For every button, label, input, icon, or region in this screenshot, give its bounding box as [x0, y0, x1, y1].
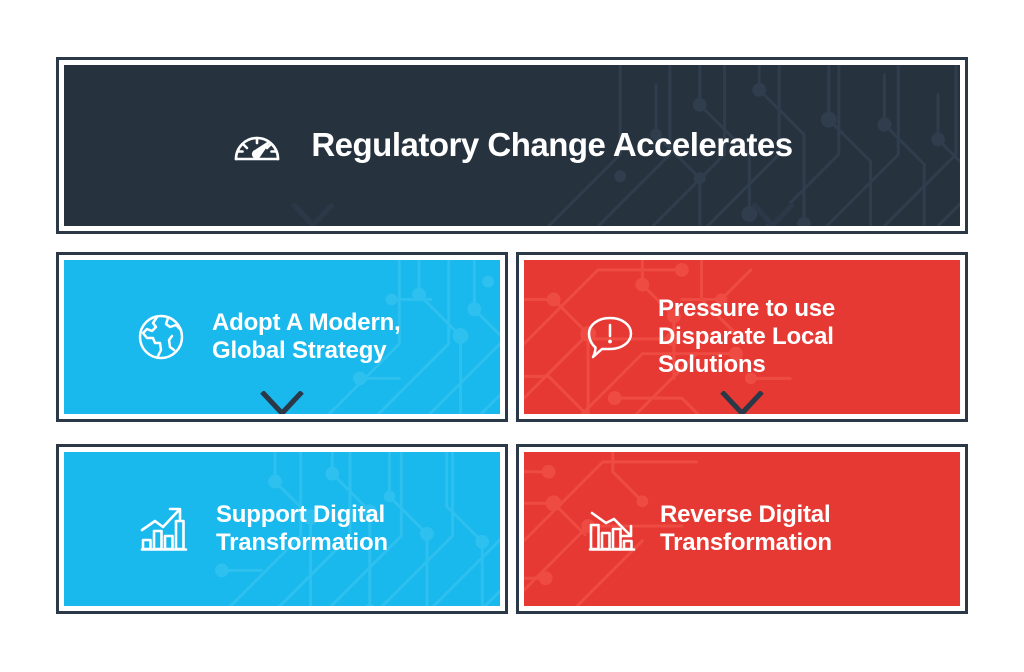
card-reverse-title: Reverse Digital Transformation: [660, 501, 832, 557]
connector-arrow-down: [260, 391, 304, 414]
card-support-title-line-1: Support Digital: [216, 500, 385, 528]
card-support-title: Support Digital Transformation: [216, 501, 388, 557]
card-reverse-title-line-1: Reverse Digital: [660, 500, 831, 528]
card-reverse-content-row: Reverse Digital Transformation: [524, 501, 960, 557]
card-support-digital-transformation[interactable]: Support Digital Transformation: [56, 444, 508, 614]
card-adopt-title-line-1: Adopt A Modern,: [212, 308, 401, 336]
card-support-title-line-2: Transformation: [216, 529, 388, 556]
card-reverse-title-line-2: Transformation: [660, 529, 832, 556]
connector-arrow-right: [751, 203, 795, 226]
card-pressure-content-row: Pressure to use Disparate Local Solution…: [524, 295, 960, 379]
card-support-fill: Support Digital Transformation: [64, 452, 500, 606]
card-reverse-fill: Reverse Digital Transformation: [524, 452, 960, 606]
header-title: Regulatory Change Accelerates: [311, 126, 793, 164]
header-banner-card[interactable]: Regulatory Change Accelerates: [56, 57, 968, 234]
connector-arrow-left: [291, 203, 335, 226]
card-adopt-modern-global-strategy[interactable]: Adopt A Modern, Global Strategy: [56, 252, 508, 422]
card-pressure-fill: Pressure to use Disparate Local Solution…: [524, 260, 960, 414]
card-adopt-content-row: Adopt A Modern, Global Strategy: [64, 309, 500, 365]
card-reverse-digital-transformation[interactable]: Reverse Digital Transformation: [516, 444, 968, 614]
bar-chart-down-icon: [586, 504, 638, 554]
card-pressure-title-line-1: Pressure to use: [658, 294, 836, 322]
card-pressure-disparate-local-solutions[interactable]: Pressure to use Disparate Local Solution…: [516, 252, 968, 422]
connector-arrow-down: [720, 391, 764, 414]
header-banner-fill: Regulatory Change Accelerates: [64, 65, 960, 226]
speedometer-icon: [231, 120, 283, 172]
card-pressure-title-line-2: Disparate Local: [658, 322, 834, 350]
header-content-row: Regulatory Change Accelerates: [64, 120, 960, 172]
card-pressure-title: Pressure to use Disparate Local Solution…: [658, 295, 835, 379]
card-adopt-fill: Adopt A Modern, Global Strategy: [64, 260, 500, 414]
card-pressure-title-line-3: Solutions: [658, 351, 766, 379]
bar-chart-up-icon: [138, 504, 190, 554]
card-adopt-title-line-2: Global Strategy: [212, 337, 387, 364]
speech-bubble-alert-icon: [584, 311, 636, 363]
globe-icon: [136, 312, 186, 362]
card-adopt-title: Adopt A Modern, Global Strategy: [212, 309, 401, 365]
card-support-content-row: Support Digital Transformation: [64, 501, 500, 557]
